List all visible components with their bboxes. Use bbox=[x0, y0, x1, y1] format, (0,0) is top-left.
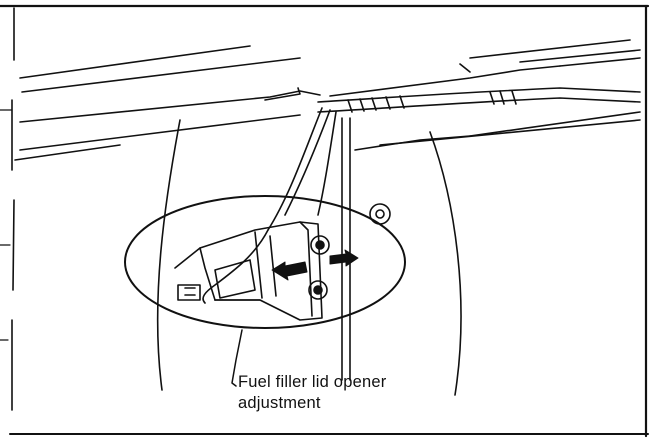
detail-callout-ellipse bbox=[124, 195, 406, 329]
arrow-right-icon bbox=[329, 249, 359, 267]
callout-leader-line bbox=[231, 329, 243, 387]
body-panel-lines bbox=[14, 39, 641, 396]
caption-line-1: Fuel filler lid opener bbox=[238, 373, 387, 391]
opener-mechanism bbox=[174, 221, 323, 321]
bolt-icon bbox=[310, 235, 330, 255]
bolt-icon bbox=[308, 280, 328, 300]
caption-line-2: adjustment bbox=[238, 394, 321, 412]
callout-caption: Fuel filler lid opener adjustment bbox=[238, 372, 386, 414]
wiring-harness bbox=[202, 87, 641, 304]
frame-border bbox=[0, 4, 650, 438]
arrow-left-icon bbox=[271, 261, 308, 281]
